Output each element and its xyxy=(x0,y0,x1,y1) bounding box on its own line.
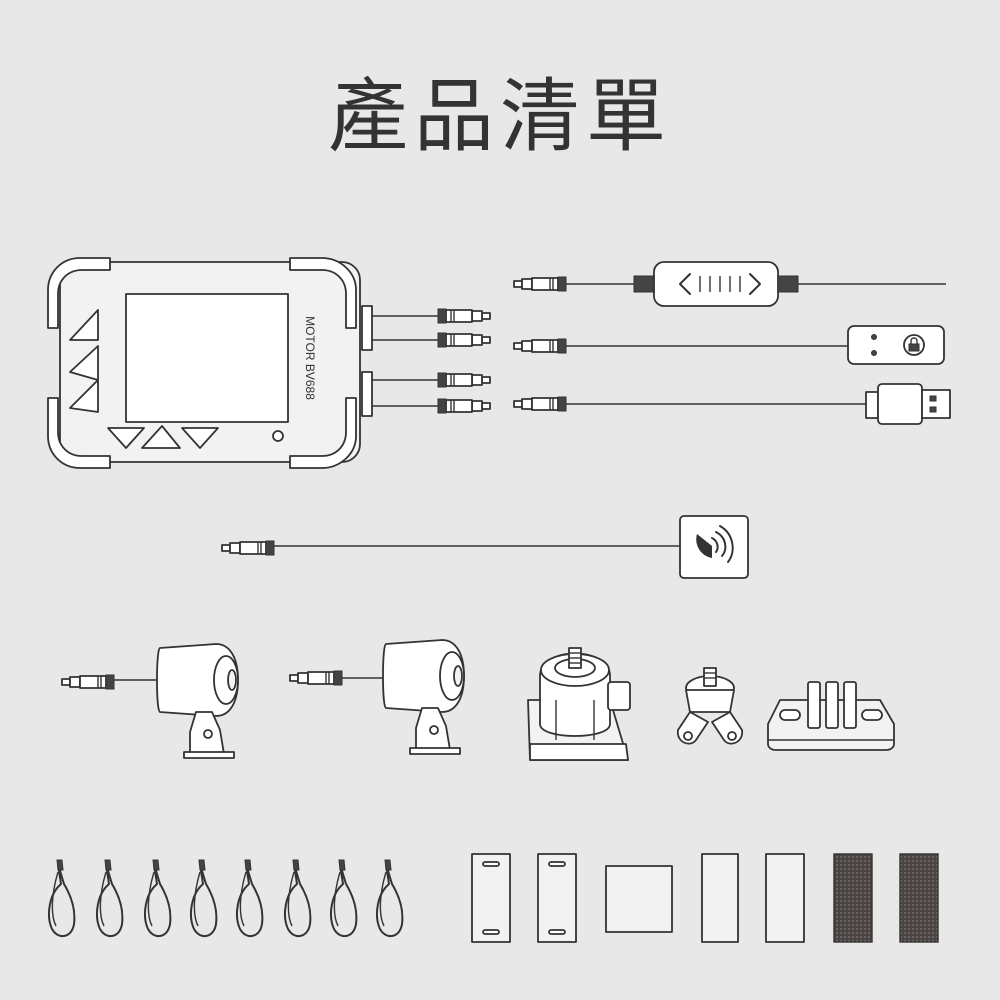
dvr-connector xyxy=(437,308,491,414)
screen xyxy=(125,293,289,423)
page-title: 產品清單 xyxy=(328,70,672,163)
adhesive-screw-mount xyxy=(527,647,631,761)
camera-rear xyxy=(289,639,465,755)
lock-icon xyxy=(903,334,925,356)
dvr-model-label: MOTOR BV688 xyxy=(303,316,317,400)
adhesive-pads xyxy=(471,853,805,943)
dvr-main-unit: MOTOR BV688 xyxy=(47,257,491,469)
triangle-button-icon xyxy=(69,309,219,449)
wireless-remote-cable xyxy=(221,515,749,579)
flat-base-mount xyxy=(767,681,895,751)
camera-front xyxy=(61,643,239,759)
usb-cable xyxy=(513,383,951,425)
lock-button-cable xyxy=(513,325,945,365)
velcro-strips xyxy=(833,853,939,943)
usb-icon xyxy=(865,391,879,419)
cable-tie-set xyxy=(48,859,404,938)
controller-cable xyxy=(513,261,946,307)
wireless-signal-icon xyxy=(696,525,734,563)
gopro-adapter xyxy=(677,667,743,745)
